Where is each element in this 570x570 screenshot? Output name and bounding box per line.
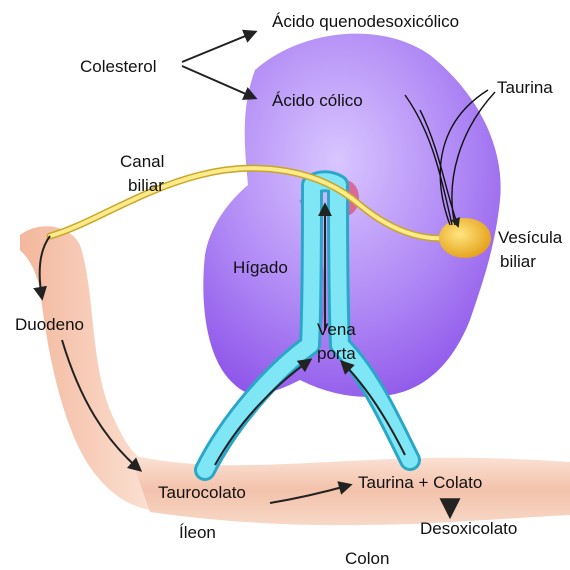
label-vesicula-biliar-1: Vesícula bbox=[498, 228, 563, 247]
label-ileon: Íleon bbox=[179, 523, 216, 542]
label-vena-porta-2: porta bbox=[317, 344, 356, 363]
label-taurina-colato: Taurina + Colato bbox=[358, 473, 482, 492]
gallbladder bbox=[439, 218, 491, 258]
label-colon: Colon bbox=[345, 549, 389, 568]
label-vesicula-biliar-2: biliar bbox=[500, 252, 536, 271]
label-taurocolato: Taurocolato bbox=[158, 483, 246, 502]
label-acido-quenodesoxicolico: Ácido quenodesoxicólico bbox=[272, 12, 459, 31]
label-acido-colico: Ácido cólico bbox=[272, 91, 363, 110]
label-desoxicolato: Desoxicolato bbox=[420, 519, 517, 538]
arrow-colesterol-to-colico bbox=[182, 66, 255, 98]
arrow-colesterol-to-quenodesoxicolico bbox=[182, 32, 255, 62]
label-taurina-top: Taurina bbox=[497, 78, 553, 97]
label-duodeno: Duodeno bbox=[15, 315, 84, 334]
label-canal-biliar-1: Canal bbox=[120, 152, 164, 171]
label-colesterol: Colesterol bbox=[80, 57, 157, 76]
label-canal-biliar-2: biliar bbox=[128, 176, 164, 195]
label-higado: Hígado bbox=[233, 258, 288, 277]
label-vena-porta-1: Vena bbox=[317, 320, 356, 339]
